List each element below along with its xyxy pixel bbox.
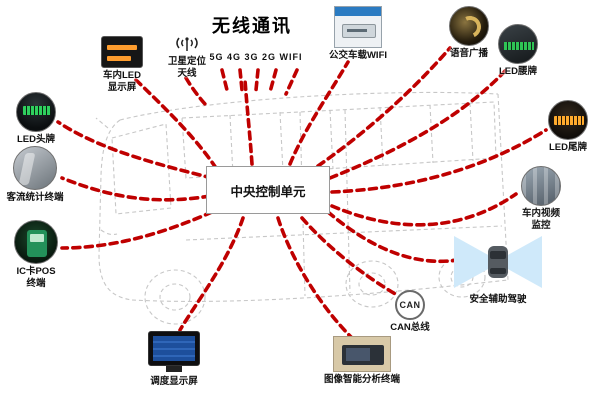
- node-can-bus: CAN CAN总线: [382, 290, 438, 334]
- bus-front-hub: [159, 283, 191, 311]
- bus-windshield: [111, 123, 172, 215]
- node-led-rear-sign: LED尾牌: [540, 100, 596, 154]
- connector-led-front: [56, 120, 214, 180]
- led-waist-sign-label: LED腰牌: [498, 66, 537, 77]
- connector-passenger-flow: [60, 176, 212, 202]
- voice-broadcast-icon: [449, 6, 489, 46]
- node-dispatch-display: 调度显示屏: [138, 330, 210, 388]
- satellite-antenna-label: 卫星定位 天线: [167, 56, 206, 79]
- node-led-waist-sign: LED腰牌: [490, 24, 546, 78]
- connector-voice-broadcast: [316, 46, 452, 168]
- voice-broadcast-label: 语音广播: [449, 48, 488, 59]
- dispatch-display-icon: [145, 330, 203, 374]
- in-vehicle-video-label: 车内视频 监控: [521, 208, 560, 231]
- led-rear-sign-icon: [548, 100, 588, 140]
- connector-can: [300, 216, 399, 297]
- bus-wifi-label: 公交车载WIFI: [328, 50, 388, 61]
- node-in-vehicle-video: 车内视频 监控: [512, 166, 570, 232]
- ic-pos-terminal-icon: [14, 220, 58, 264]
- connector-band-ticks: [220, 68, 299, 96]
- connector-bus-wifi: [288, 60, 350, 166]
- node-network-bands: 5G 4G 3G 2G WIFI: [206, 52, 306, 62]
- connector-ic-pos: [60, 210, 214, 250]
- connector-image-analysis: [276, 216, 354, 340]
- dispatch-display-label: 调度显示屏: [150, 376, 198, 387]
- node-voice-broadcast: 语音广播: [438, 6, 500, 60]
- led-rear-sign-label: LED尾牌: [548, 142, 587, 153]
- node-safety-assist: 安全辅助驾驶: [450, 230, 546, 306]
- in-vehicle-video-icon: [521, 166, 561, 206]
- safety-assist-label: 安全辅助驾驶: [469, 294, 527, 305]
- in-vehicle-led-screen-icon: [101, 36, 143, 68]
- passenger-flow-label: 客流统计终端: [6, 192, 64, 203]
- bus-window-dividers: [229, 102, 474, 176]
- connector-safety: [326, 210, 460, 264]
- bus-front-line: [98, 119, 133, 301]
- connector-video: [330, 192, 518, 227]
- can-bus-label: CAN总线: [390, 322, 430, 333]
- node-bus-wifi: 公交车载WIFI: [324, 6, 392, 62]
- can-bus-icon: CAN: [395, 290, 425, 320]
- node-in-vehicle-led: 车内LED 显示屏: [88, 36, 156, 94]
- network-bands-label: 5G 4G 3G 2G WIFI: [209, 52, 303, 62]
- diagram-title: 无线通讯: [212, 16, 292, 36]
- bus-roof-line: [119, 91, 499, 121]
- safety-assist-car-icon: [454, 236, 542, 288]
- image-analysis-terminal-icon: [333, 336, 391, 372]
- connector-dispatch: [178, 216, 245, 332]
- bus-mirror-detail: [95, 117, 118, 236]
- in-vehicle-led-label: 车内LED 显示屏: [102, 70, 141, 93]
- node-image-analysis: 图像智能分析终端: [312, 336, 412, 386]
- connector-led-waist: [328, 68, 508, 180]
- led-front-sign-icon: [16, 92, 56, 132]
- node-satellite-antenna: 卫星定位 天线: [158, 34, 216, 80]
- connector-antenna-tick: [184, 76, 207, 106]
- bus-wifi-router-icon: [334, 6, 382, 48]
- node-passenger-flow: 客流统计终端: [2, 146, 68, 204]
- bus-front-wheel: [144, 269, 206, 325]
- led-waist-sign-icon: [498, 24, 538, 64]
- connector-wireless-bands: [243, 78, 254, 166]
- node-ic-pos: IC卡POS 终端: [6, 220, 66, 290]
- passenger-flow-terminal-icon: [13, 146, 57, 190]
- central-control-unit: 中央控制单元: [206, 166, 330, 214]
- ic-pos-label: IC卡POS 终端: [16, 266, 56, 289]
- node-led-front-sign: LED头牌: [6, 92, 66, 146]
- led-front-sign-label: LED头牌: [16, 134, 55, 145]
- image-analysis-label: 图像智能分析终端: [323, 374, 400, 385]
- satellite-antenna-icon: [176, 37, 198, 51]
